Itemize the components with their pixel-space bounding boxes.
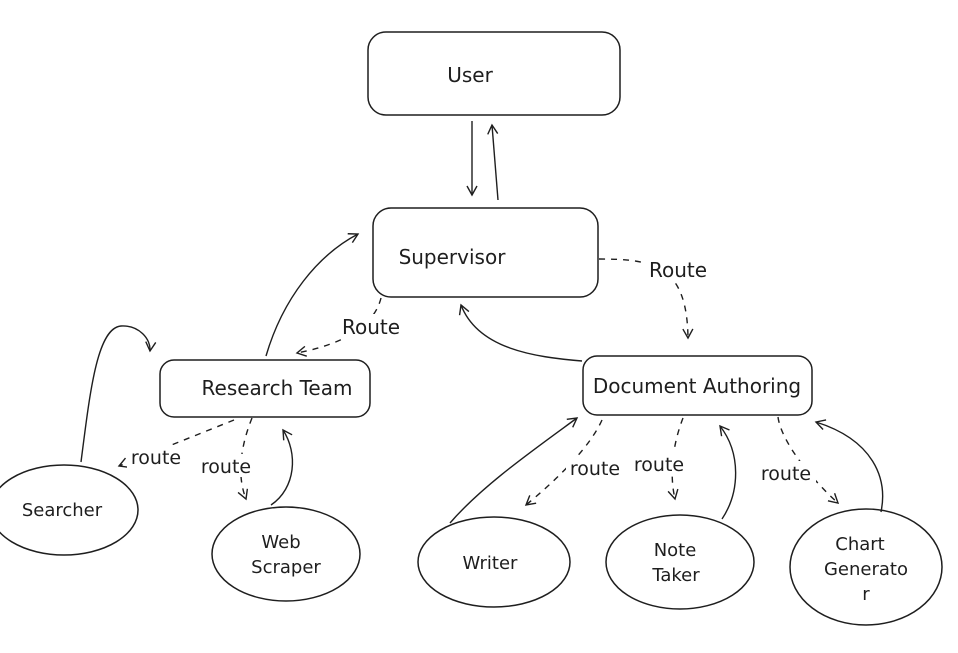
edge-label-text: route	[634, 454, 684, 476]
node-document-authoring: Document Authoring	[582, 355, 813, 416]
edge-label-supervisor-document-authoring: Route	[646, 257, 711, 282]
research-team-label: Research Team	[202, 376, 353, 400]
user-label: User	[447, 63, 493, 87]
searcher-label: Searcher	[22, 500, 103, 521]
node-research-team: Research Team	[159, 359, 371, 418]
edge-document-authoring-to-chart-generator	[777, 416, 840, 504]
writer-label: Writer	[463, 553, 519, 574]
node-supervisor: Supervisor	[372, 207, 599, 298]
edge-note-taker-to-document-authoring	[719, 424, 737, 520]
user-box	[367, 31, 621, 116]
document-authoring-label: Document Authoring	[593, 374, 801, 398]
note-taker-ellipse	[605, 514, 755, 610]
edge-label-document-authoring-note-taker: route	[630, 452, 689, 476]
edge-label-research-team-searcher: route	[127, 445, 186, 469]
note-taker-label-line2: Taker	[651, 565, 700, 586]
edge-label-bg	[630, 452, 689, 475]
web-scraper-ellipse	[211, 506, 361, 602]
note-taker-label-line1: Note	[654, 540, 697, 561]
edge-label-text: route	[131, 447, 181, 469]
edge-label-bg	[197, 454, 256, 477]
chart-generator-label-line2: Generato	[824, 559, 908, 580]
supervisor-label: Supervisor	[399, 245, 507, 269]
supervisor-box	[372, 207, 599, 298]
edge-label-bg	[646, 257, 711, 282]
chart-generator-ellipse	[789, 508, 943, 626]
node-note-taker: Note Taker	[605, 514, 755, 610]
edge-label-bg	[127, 445, 186, 468]
document-authoring-box	[582, 355, 813, 416]
node-web-scraper: Web Scraper	[211, 506, 361, 602]
edge-label-bg	[757, 461, 816, 484]
node-chart-generator: Chart Generato r	[789, 508, 943, 626]
edge-label-document-authoring-writer: route	[566, 456, 625, 480]
edge-label-bg	[566, 456, 625, 479]
web-scraper-label-line1: Web	[261, 532, 300, 553]
edge-label-text: route	[201, 456, 251, 478]
edge-label-research-team-web-scraper: route	[197, 454, 256, 478]
edge-research-team-to-web-scraper	[237, 417, 253, 501]
edge-label-text: route	[570, 458, 620, 480]
node-searcher: Searcher	[0, 464, 139, 556]
edge-label-bg	[339, 314, 404, 339]
edge-chart-generator-to-document-authoring	[814, 419, 884, 513]
edge-label-document-authoring-chart-generator: route	[757, 461, 816, 485]
edge-research-team-to-supervisor	[265, 233, 360, 357]
research-team-box	[159, 359, 371, 418]
searcher-ellipse	[0, 464, 139, 556]
edge-label-text: Route	[649, 258, 707, 282]
edge-supervisor-to-user	[487, 123, 499, 201]
chart-generator-label-line3: r	[862, 584, 870, 605]
edge-label-supervisor-research-team: Route	[339, 314, 404, 339]
edge-label-text: route	[761, 463, 811, 485]
chart-generator-label-line1: Chart	[835, 534, 884, 555]
web-scraper-label-line2: Scraper	[251, 557, 321, 578]
writer-ellipse	[417, 516, 571, 608]
edge-label-text: Route	[342, 315, 400, 339]
node-writer: Writer	[417, 516, 571, 608]
edge-document-authoring-to-supervisor	[458, 303, 583, 362]
edge-research-team-to-searcher	[117, 419, 235, 468]
node-user: User	[367, 31, 621, 116]
edge-searcher-to-research-team	[80, 325, 157, 463]
edge-writer-to-document-authoring	[449, 417, 579, 524]
edge-web-scraper-to-research-team	[270, 428, 294, 506]
